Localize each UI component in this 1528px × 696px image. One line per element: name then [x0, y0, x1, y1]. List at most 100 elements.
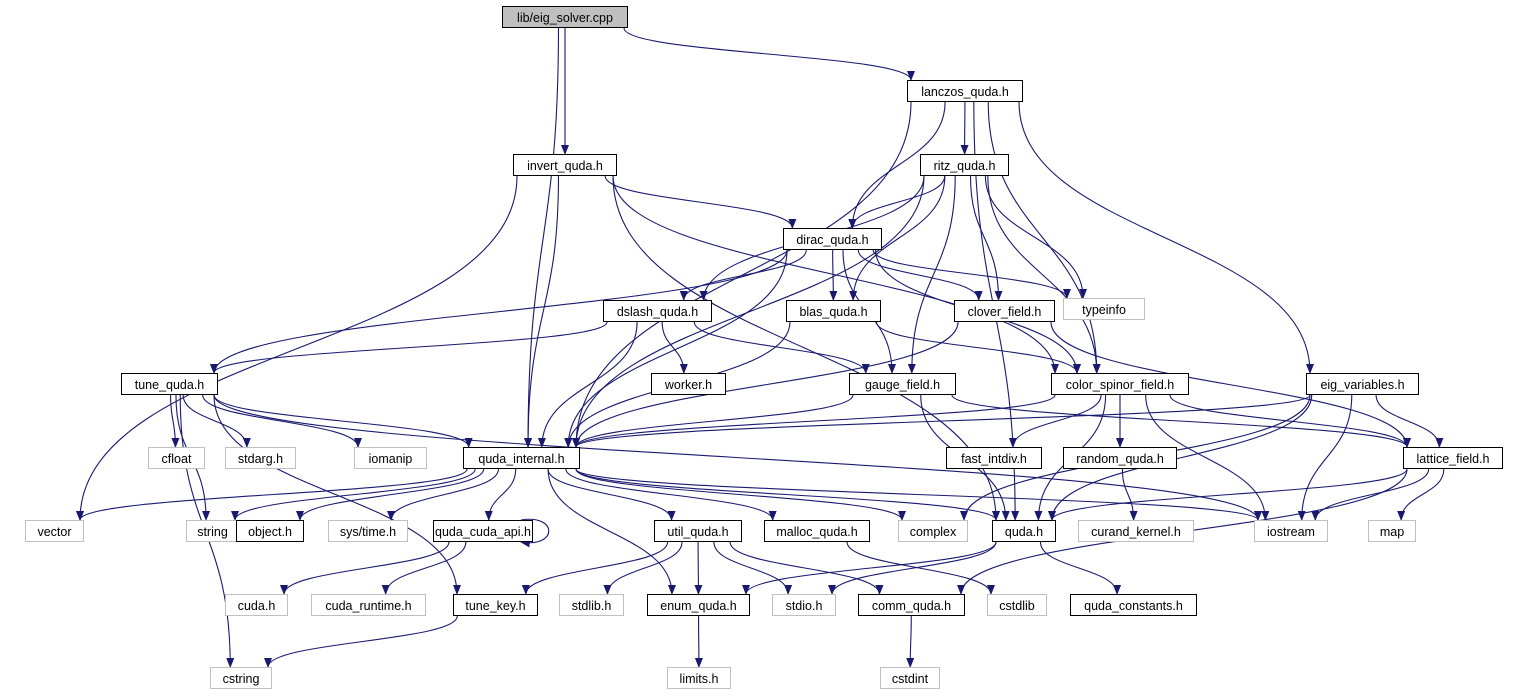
edge-dirac-to-tune	[210, 249, 788, 374]
node-ritz-quda-h[interactable]: ritz_quda.h	[920, 154, 1009, 176]
edge-qinternal-to-malloc	[565, 468, 777, 521]
node-worker-h[interactable]: worker.h	[651, 373, 726, 395]
edge-malloc-to-cstdlib	[846, 541, 995, 595]
edge-tune-to-tunekey	[213, 394, 461, 595]
edge-qinternal-to-vector	[76, 468, 468, 521]
edge-ritz-to-typeinfo	[984, 175, 1088, 299]
edge-tune-to-qinternal	[213, 394, 473, 448]
node-curand-kernel-h[interactable]: curand_kernel.h	[1078, 520, 1194, 542]
edge-eig_solver-to-lanczos	[623, 27, 915, 81]
node-cstdint[interactable]: cstdint	[880, 667, 940, 689]
node-quda-constants-h[interactable]: quda_constants.h	[1070, 594, 1197, 616]
edge-gauge-to-qinternal	[572, 394, 854, 448]
node-fast-intdiv-h[interactable]: fast_intdiv.h	[946, 447, 1042, 469]
node-typeinfo[interactable]: typeinfo	[1063, 298, 1145, 320]
edge-eigvar-to-iostream	[1297, 394, 1353, 521]
edge-qinternal-to-enum	[547, 468, 676, 595]
edge-invert-to-vector	[76, 175, 518, 521]
node-lattice-field-h[interactable]: lattice_field.h	[1403, 447, 1503, 469]
node-util-quda-h[interactable]: util_quda.h	[654, 520, 742, 542]
node-sys-time-h[interactable]: sys/time.h	[328, 520, 408, 542]
node-stdlib-h[interactable]: stdlib.h	[559, 594, 624, 616]
node-map[interactable]: map	[1368, 520, 1416, 542]
edge-ritz-to-dirac	[848, 175, 946, 229]
node-string[interactable]: string	[186, 520, 239, 542]
node-object-h[interactable]: object.h	[236, 520, 304, 542]
node-color-spinor-field-h[interactable]: color_spinor_field.h	[1051, 373, 1189, 395]
node-cuda-h[interactable]: cuda.h	[225, 594, 288, 616]
edge-clover-to-lattice	[1050, 321, 1411, 448]
edge-dirac-to-qinternal	[564, 249, 788, 448]
node-lanczos-quda-h[interactable]: lanczos_quda.h	[907, 80, 1023, 102]
edge-qinternal-to-complex	[575, 468, 906, 521]
node-stdarg-h[interactable]: stdarg.h	[225, 447, 296, 469]
node-blas-quda-h[interactable]: blas_quda.h	[786, 300, 881, 322]
edge-qinternal-to-systime	[387, 468, 500, 521]
node-clover-field-h[interactable]: clover_field.h	[954, 300, 1055, 322]
edge-cudaapi-to-cudart	[381, 541, 467, 595]
edge-lattice-to-quda	[1048, 468, 1408, 521]
node-invert-quda-h[interactable]: invert_quda.h	[513, 154, 617, 176]
node-dslash-quda-h[interactable]: dslash_quda.h	[603, 300, 712, 322]
edge-eigvar-to-quda	[1048, 394, 1313, 521]
edge-dirac-to-clover	[857, 249, 983, 301]
node-complex[interactable]: complex	[898, 520, 968, 542]
edge-random-to-curand	[1121, 468, 1138, 521]
node-cstring[interactable]: cstring	[210, 667, 272, 689]
edge-qinternal-to-cudaapi	[484, 468, 517, 521]
node-cfloat[interactable]: cfloat	[148, 447, 205, 469]
node-dirac-quda-h[interactable]: dirac_quda.h	[783, 228, 882, 250]
edge-lanczos-to-csf	[987, 101, 1101, 374]
node-quda-h[interactable]: quda.h	[992, 520, 1056, 542]
edge-lattice-to-iostream	[1311, 468, 1430, 521]
node-vector[interactable]: vector	[25, 520, 84, 542]
node-malloc-quda-h[interactable]: malloc_quda.h	[764, 520, 870, 542]
edge-lanczos-to-dirac	[848, 101, 946, 229]
edge-quda-to-stdio	[828, 541, 997, 595]
edge-csf-to-lattice	[1169, 394, 1411, 448]
edge-lanczos-to-eigvar	[1018, 101, 1314, 374]
node-iomanip[interactable]: iomanip	[354, 447, 427, 469]
edge-invert-to-dirac	[604, 175, 797, 229]
edge-ritz-to-gauge	[907, 175, 956, 374]
node-comm-quda-h[interactable]: comm_quda.h	[858, 594, 965, 616]
edge-dirac-to-dslash	[679, 249, 807, 301]
edge-gauge-to-lattice	[951, 394, 1411, 448]
edge-quda-to-qconst	[1039, 541, 1122, 595]
edge-util-to-tunekey	[521, 541, 669, 595]
node-random-quda-h[interactable]: random_quda.h	[1063, 447, 1177, 469]
node-iostream[interactable]: iostream	[1254, 520, 1328, 542]
node-lib-eig-solver-cpp[interactable]: lib/eig_solver.cpp	[502, 6, 628, 28]
edge-tune-to-iostream	[213, 394, 1262, 521]
node-cuda-runtime-h[interactable]: cuda_runtime.h	[311, 594, 426, 616]
edge-util-to-stdlib	[603, 541, 683, 595]
edge-blas-to-csf	[875, 321, 1081, 374]
edge-qinternal-to-util	[547, 468, 676, 521]
node-quda-internal-h[interactable]: quda_internal.h	[463, 447, 580, 469]
edge-ritz-to-csf	[987, 175, 1101, 374]
node-eig-variables-h[interactable]: eig_variables.h	[1306, 373, 1419, 395]
node-quda-cuda-api-h[interactable]: quda_cuda_api.h	[433, 520, 533, 542]
edge-ritz-to-qinternal	[572, 175, 925, 448]
node-cstdlib[interactable]: cstdlib	[987, 594, 1047, 616]
node-tune-key-h[interactable]: tune_key.h	[453, 594, 538, 616]
edge-qinternal-to-iostream	[575, 468, 1262, 521]
edge-qinternal-to-quda	[575, 468, 1000, 521]
edge-cudaapi-to-cudah	[280, 541, 450, 595]
node-limits-h[interactable]: limits.h	[667, 667, 731, 689]
node-tune-quda-h[interactable]: tune_quda.h	[121, 373, 218, 395]
edge-comm-to-cstdint	[906, 615, 915, 668]
edge-dslash-to-worker	[661, 321, 688, 374]
node-enum-quda-h[interactable]: enum_quda.h	[647, 594, 750, 616]
edge-clover-to-qinternal	[572, 321, 959, 448]
edge-util-to-comm	[729, 541, 884, 595]
node-gauge-field-h[interactable]: gauge_field.h	[849, 373, 956, 395]
edge-invert-to-qinternal	[524, 175, 560, 448]
edge-dslash-to-qinternal	[537, 321, 638, 448]
node-stdio-h[interactable]: stdio.h	[772, 594, 836, 616]
edge-tunekey-to-cstring	[264, 615, 458, 668]
edge-eigvar-to-lattice	[1375, 394, 1444, 448]
edge-dirac-to-typeinfo	[872, 249, 1071, 299]
edge-csf-to-qinternal	[572, 394, 1056, 448]
